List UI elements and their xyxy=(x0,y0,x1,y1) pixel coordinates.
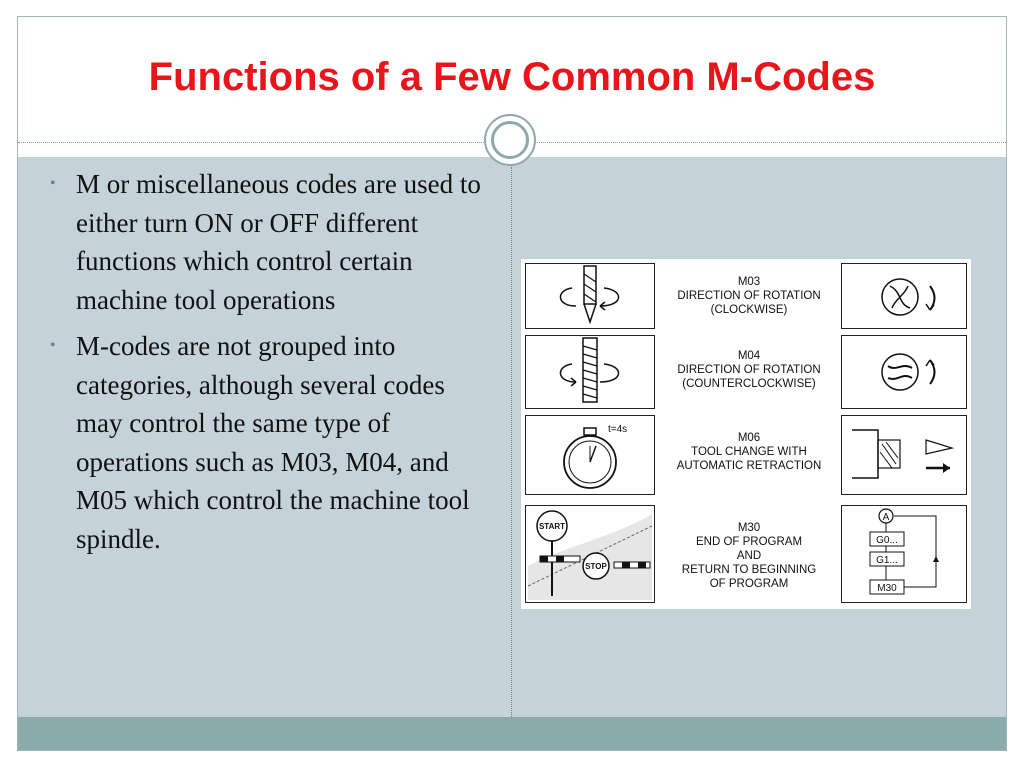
flow-step: G1... xyxy=(876,555,898,566)
program-flow-icon: A G0... G1... M30 xyxy=(869,508,939,595)
left-column xyxy=(18,157,511,717)
stop-sign: STOP xyxy=(585,562,607,571)
start-sign: START xyxy=(539,522,565,531)
tool-change-image xyxy=(841,415,967,495)
drill-clockwise-image xyxy=(525,263,655,329)
m-code-figure: M03 DIRECTION OF ROTATION (CLOCKWISE) xyxy=(521,259,971,609)
bullet-text: M-codes are not grouped into categories,… xyxy=(76,331,470,554)
tool-change-icon xyxy=(852,429,955,479)
m30-description: M30 END OF PROGRAM AND RETURN TO BEGINNI… xyxy=(681,522,817,590)
clockwise-symbol-image xyxy=(841,263,967,329)
tap-rotation-icon xyxy=(559,337,620,403)
decorative-ring-icon xyxy=(484,114,536,166)
flow-marker: A xyxy=(883,512,890,523)
bullet-item: • M or miscellaneous codes are used to e… xyxy=(48,165,488,319)
timer-label: t=4s xyxy=(608,424,627,435)
bullet-text: M or miscellaneous codes are used to eit… xyxy=(76,169,481,315)
m03-description: M03 DIRECTION OF ROTATION (CLOCKWISE) xyxy=(677,276,821,316)
m04-description: M04 DIRECTION OF ROTATION (COUNTERCLOCKW… xyxy=(677,350,821,390)
page-title: Functions of a Few Common M-Codes xyxy=(148,55,876,99)
flow-step: G0... xyxy=(876,535,898,546)
flow-step: M30 xyxy=(877,583,897,594)
counterclockwise-rotation-icon xyxy=(881,353,936,391)
bullet-icon: • xyxy=(50,337,56,354)
tap-counterclockwise-image xyxy=(525,335,655,409)
bullet-list: • M or miscellaneous codes are used to e… xyxy=(48,165,488,566)
stopwatch-image: t=4s xyxy=(525,415,655,495)
clockwise-rotation-icon xyxy=(881,278,936,316)
m06-description: M06 TOOL CHANGE WITH AUTOMATIC RETRACTIO… xyxy=(676,432,822,472)
stopwatch-icon: t=4s xyxy=(563,424,627,489)
slide: Functions of a Few Common M-Codes • M or… xyxy=(17,16,1007,751)
start-stop-image: START STOP xyxy=(525,505,655,603)
program-flow-image: A G0... G1... M30 xyxy=(841,505,967,603)
decorative-ring-inner xyxy=(491,121,529,159)
counterclockwise-symbol-image xyxy=(841,335,967,409)
bullet-icon: • xyxy=(50,175,56,192)
start-stop-icon: START STOP xyxy=(527,510,653,600)
bullet-item: • M-codes are not grouped into categorie… xyxy=(48,327,488,558)
drill-rotation-icon xyxy=(559,265,620,325)
footer-bar xyxy=(18,717,1006,750)
column-divider xyxy=(511,167,512,717)
